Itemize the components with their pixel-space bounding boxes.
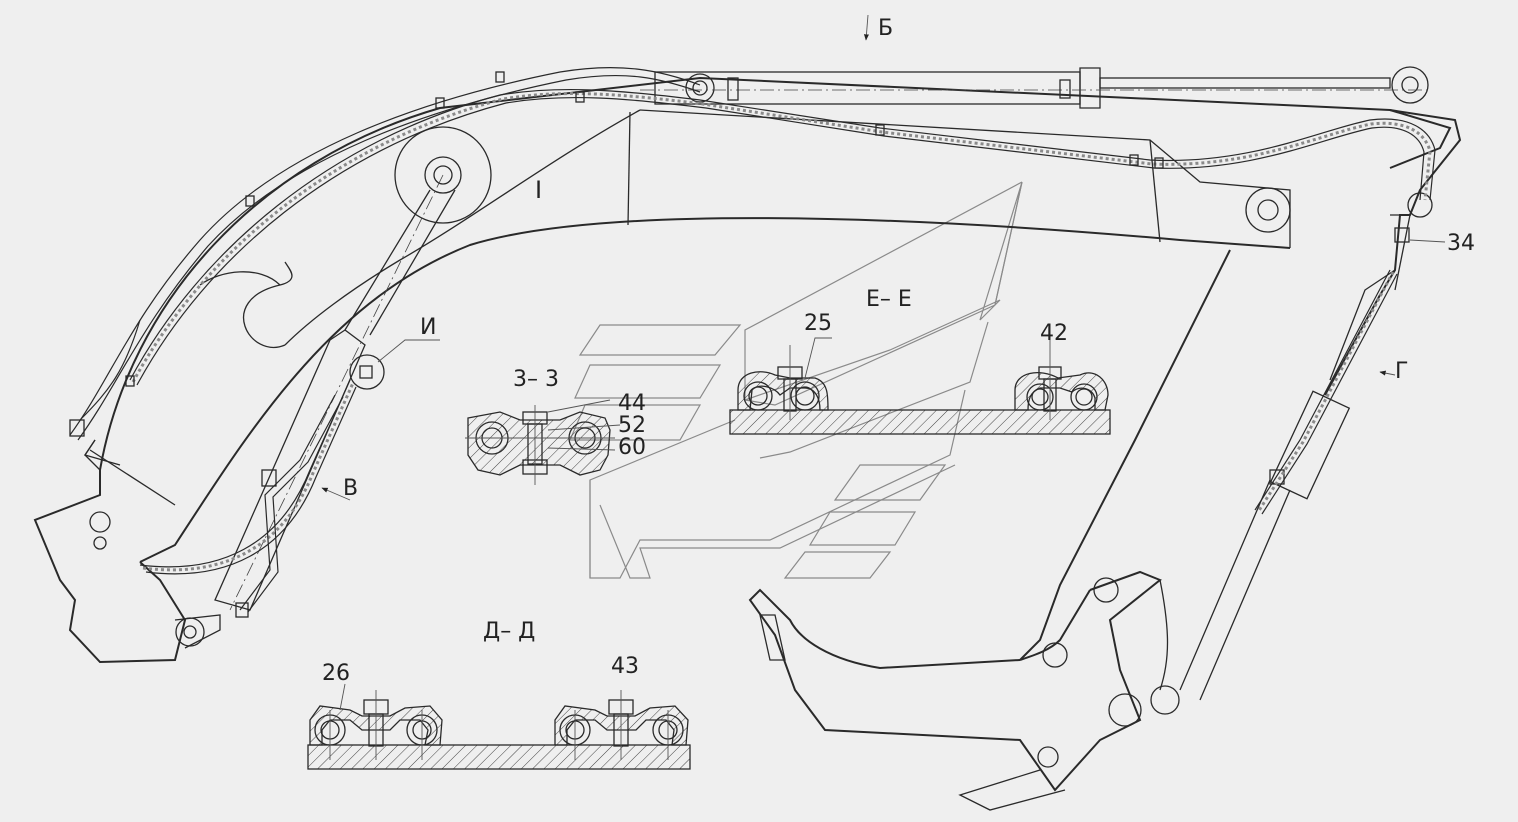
label-view-b: Б (878, 16, 893, 41)
section-33-detail (465, 399, 621, 485)
label-section-dd: Д– Д (483, 619, 535, 644)
callout-42: 42 (1040, 321, 1068, 346)
arm-stick (1019, 109, 1462, 727)
label-section-ee: Е– Е (866, 287, 912, 312)
callout-26: 26 (322, 661, 350, 686)
arm-cylinder (640, 66, 1430, 233)
callout-44: 44 (618, 391, 646, 416)
label-section-33: 3– 3 (513, 367, 559, 392)
label-view-g: Г (1395, 359, 1408, 384)
callout-25: 25 (804, 311, 832, 336)
boom-cylinder (214, 126, 492, 611)
label-zone-i: И (420, 315, 436, 340)
callout-34: 34 (1447, 231, 1475, 256)
labels: Б I Е– Е И 3– 3 В Г Д– Д 25 42 44 52 60 … (322, 16, 1475, 686)
section-dd-detail (307, 683, 691, 770)
watermark-logo (569, 181, 1023, 579)
callout-52: 52 (618, 413, 646, 438)
bucket (748, 570, 1169, 811)
leaders (321, 14, 1446, 501)
callout-43: 43 (611, 654, 639, 679)
label-view-v: В (343, 476, 358, 501)
hose-routing (69, 66, 1436, 618)
section-ee-detail (729, 337, 1111, 435)
label-zone-roman: I (535, 176, 542, 204)
callout-60: 60 (618, 435, 646, 460)
